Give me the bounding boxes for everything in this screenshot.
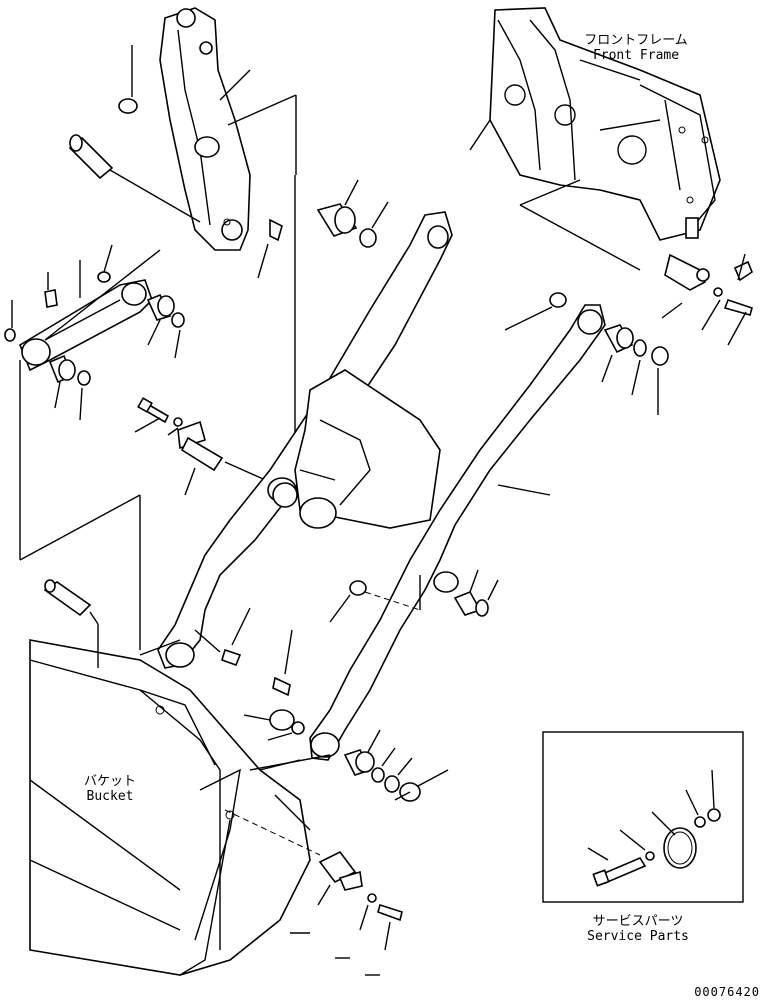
service-parts-label-jp: サービスパーツ bbox=[592, 914, 684, 929]
drawing-number: 00076420 bbox=[694, 985, 760, 999]
service-parts-label: サービスパーツ Service Parts bbox=[568, 914, 708, 944]
leader-line bbox=[394, 791, 411, 801]
cross-member bbox=[272, 369, 441, 529]
bucket-label-jp: バケット bbox=[83, 774, 136, 789]
bucket-pin bbox=[43, 579, 403, 976]
front-frame bbox=[469, 7, 721, 241]
front-frame-label-jp: フロントフレーム bbox=[584, 33, 688, 48]
service-parts-label-en: Service Parts bbox=[587, 929, 689, 944]
link-bushings bbox=[4, 271, 185, 386]
pin bbox=[68, 134, 114, 180]
bell-crank bbox=[159, 7, 251, 251]
lift-arm-right bbox=[309, 304, 606, 761]
arm-bushings bbox=[349, 292, 669, 617]
leader-line bbox=[257, 243, 269, 279]
grease-fitting bbox=[269, 218, 283, 242]
front-frame-label: フロントフレーム Front Frame bbox=[568, 33, 704, 63]
link-leaders bbox=[11, 244, 181, 421]
bushing-set bbox=[316, 179, 389, 248]
arm-leaders bbox=[329, 179, 659, 623]
service-parts-box bbox=[542, 731, 744, 903]
tilt-link bbox=[19, 279, 153, 372]
frame-pin-set bbox=[661, 253, 753, 346]
front-frame-label-en: Front Frame bbox=[592, 48, 680, 63]
snap-ring bbox=[118, 98, 138, 114]
bucket bbox=[29, 639, 331, 976]
assembly-guides bbox=[19, 360, 141, 650]
grease-fittings bbox=[194, 607, 293, 697]
center-pin-set bbox=[134, 397, 271, 496]
lower-bushings bbox=[243, 709, 449, 802]
bucket-label: バケット Bucket bbox=[70, 774, 150, 804]
assembly-line bbox=[109, 169, 201, 223]
bucket-label-en: Bucket bbox=[86, 789, 134, 804]
